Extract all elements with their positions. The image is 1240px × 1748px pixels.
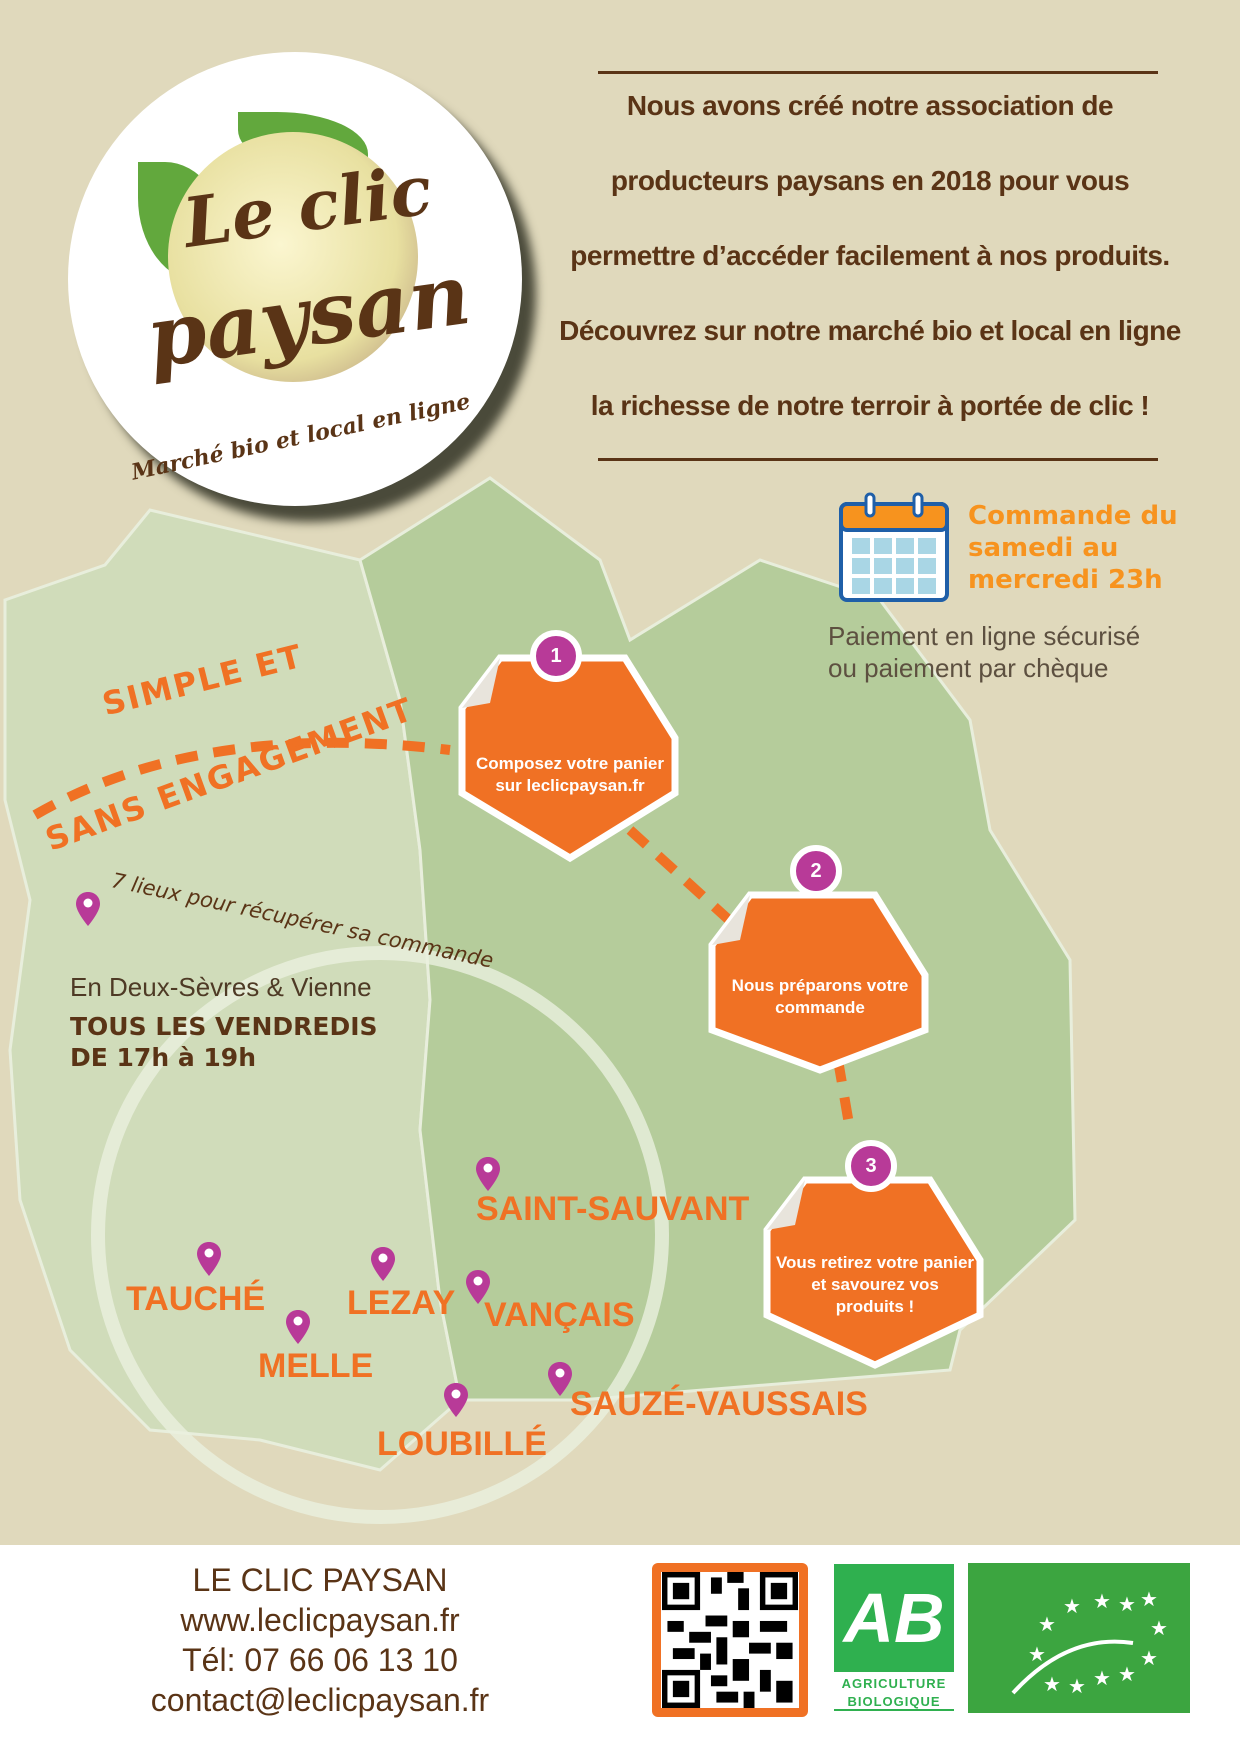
city-melle: MELLE bbox=[258, 1347, 374, 1385]
schedule-hours: DE 17h à 19h bbox=[70, 1043, 256, 1072]
svg-text:★: ★ bbox=[1140, 1587, 1158, 1611]
ab-label-2: BIOLOGIQUE bbox=[834, 1694, 954, 1711]
city-lezay: LEZAY bbox=[347, 1284, 456, 1322]
payment-line-1: Paiement en ligne sécurisé bbox=[828, 621, 1141, 651]
order-line-3: mercredi 23h bbox=[968, 565, 1163, 595]
step-number: 3 bbox=[845, 1140, 897, 1192]
svg-text:★: ★ bbox=[1093, 1666, 1111, 1690]
eu-leaf-stars-icon: ★★★★★★★★★★★★ bbox=[1011, 1587, 1168, 1698]
qr-pattern bbox=[661, 1572, 799, 1708]
footer-phone: Tél: 07 66 06 13 10 bbox=[182, 1642, 458, 1678]
step-hexagon bbox=[708, 891, 929, 1074]
svg-text:★: ★ bbox=[1063, 1594, 1081, 1618]
schedule-days: TOUS LES VENDREDIS bbox=[70, 1012, 378, 1041]
order-window: Commande du samedi au mercredi 23h bbox=[968, 500, 1178, 596]
city-saint-sauvant: SAINT-SAUVANT bbox=[476, 1190, 750, 1228]
step-3: 3 Vous retirez votre panier et savourez … bbox=[755, 1140, 995, 1390]
city-sauze-vaussais: SAUZÉ-VAUSSAIS bbox=[570, 1385, 868, 1423]
ab-label-1: AGRICULTURE bbox=[841, 1676, 947, 1691]
step-2: 2 Nous préparons votre commande bbox=[700, 845, 940, 1105]
footer-email-link[interactable]: contact@leclicpaysan.fr bbox=[150, 1682, 490, 1718]
intro-line-3: permettre d’accéder facilement à nos pro… bbox=[570, 240, 1170, 271]
qr-code[interactable] bbox=[652, 1563, 808, 1717]
pin-icon bbox=[466, 1270, 490, 1304]
step-hexagon bbox=[763, 1176, 984, 1369]
order-line-1: Commande du bbox=[968, 501, 1178, 531]
step-text: Vous retirez votre panier et savourez vo… bbox=[775, 1253, 975, 1316]
svg-text:★: ★ bbox=[1150, 1616, 1168, 1640]
pin-icon bbox=[76, 892, 100, 926]
step-hexagon bbox=[458, 654, 679, 863]
payment-info: Paiement en ligne sécurisé ou paiement p… bbox=[828, 620, 1140, 684]
pin-icon bbox=[548, 1362, 572, 1396]
city-tauche: TAUCHÉ bbox=[126, 1280, 266, 1318]
pin-icon bbox=[444, 1383, 468, 1417]
svg-text:★: ★ bbox=[1093, 1589, 1111, 1613]
eu-organic-logo: ★★★★★★★★★★★★ bbox=[968, 1563, 1190, 1713]
map-circle bbox=[91, 946, 669, 1524]
step-text: Composez votre panier sur leclicpaysan.f… bbox=[476, 754, 664, 795]
svg-text:★: ★ bbox=[1140, 1646, 1158, 1670]
pin-icon bbox=[476, 1157, 500, 1191]
intro-line-5: la richesse de notre terroir à portée de… bbox=[590, 390, 1150, 421]
step-number: 1 bbox=[530, 630, 582, 682]
city-vancais: VANÇAIS bbox=[484, 1296, 635, 1334]
logo: Le clic paysan Marché bio et local en li… bbox=[68, 52, 522, 506]
svg-text:★: ★ bbox=[1118, 1662, 1136, 1686]
schedule-region: En Deux-Sèvres & Vienne bbox=[70, 972, 372, 1002]
dashed-path bbox=[32, 737, 855, 1131]
city-loubille: LOUBILLÉ bbox=[377, 1425, 547, 1463]
intro-line-4: Découvrez sur notre marché bio et local … bbox=[559, 315, 1181, 346]
svg-text:★: ★ bbox=[1043, 1672, 1061, 1696]
payment-line-2: ou paiement par chèque bbox=[828, 653, 1109, 683]
pin-icon bbox=[286, 1310, 310, 1344]
order-line-2: samedi au bbox=[968, 533, 1119, 563]
calendar-icon bbox=[839, 492, 949, 602]
divider-top bbox=[598, 71, 1158, 74]
footer-name: LE CLIC PAYSAN bbox=[192, 1562, 448, 1598]
footer-website-link[interactable]: www.leclicpaysan.fr bbox=[180, 1602, 460, 1638]
svg-text:★: ★ bbox=[1068, 1674, 1086, 1698]
ab-letters: AB bbox=[834, 1564, 954, 1672]
svg-text:★: ★ bbox=[1118, 1592, 1136, 1616]
ab-organic-logo: AB AGRICULTURE BIOLOGIQUE bbox=[834, 1564, 954, 1716]
svg-text:★: ★ bbox=[1028, 1642, 1046, 1666]
step-number: 2 bbox=[790, 845, 842, 897]
pin-icon bbox=[371, 1247, 395, 1281]
pin-icon bbox=[197, 1242, 221, 1276]
divider-bottom bbox=[598, 458, 1158, 461]
step-text: Nous préparons votre commande bbox=[731, 976, 909, 1017]
intro-line-2: producteurs paysans en 2018 pour vous bbox=[610, 165, 1130, 196]
svg-text:★: ★ bbox=[1038, 1612, 1056, 1636]
intro-line-1: Nous avons créé notre association de bbox=[626, 90, 1114, 121]
step-1: 1 Composez votre panier sur leclicpaysan… bbox=[450, 630, 690, 868]
